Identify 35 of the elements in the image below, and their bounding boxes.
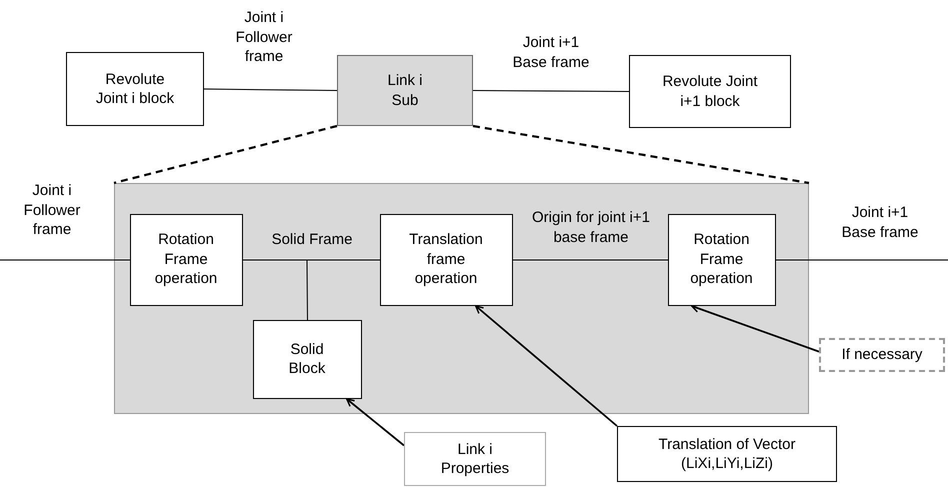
edge-label: Joint i+1 Base frame	[840, 203, 920, 242]
process-box	[668, 214, 776, 306]
node-text: Rotation Frame operation	[154, 230, 218, 289]
edge-label: Joint i Follower frame	[22, 181, 82, 240]
zoom-line	[114, 124, 338, 184]
note-box	[819, 338, 945, 372]
edge-label: Joint i+1 Base frame	[512, 33, 590, 72]
edge-label: Joint i Follower frame	[234, 8, 294, 66]
subsystem-box	[337, 55, 473, 126]
node-text: Revolute Joint i block	[94, 70, 176, 108]
connector-line	[242, 260, 308, 320]
edge-label: Solid Frame	[270, 230, 354, 250]
process-box	[629, 55, 791, 128]
arrow	[346, 398, 405, 446]
process-box	[252, 320, 362, 398]
process-box	[380, 214, 512, 306]
node-text: Revolute Joint i+1 block	[661, 72, 759, 111]
connector-line	[472, 90, 630, 92]
arrow	[691, 304, 820, 352]
subsystem-panel	[114, 183, 809, 414]
node-text: Rotation Frame operation	[689, 230, 754, 289]
zoom-line	[472, 124, 810, 184]
process-box	[617, 426, 837, 482]
process-box	[66, 52, 204, 126]
edge-label: Origin for joint i+1 base frame	[532, 208, 650, 247]
node-text: Link i Sub	[386, 71, 424, 110]
node-text: If necessary	[842, 345, 922, 365]
arrow	[475, 305, 618, 427]
node-text: Solid Block	[288, 340, 326, 378]
process-box	[404, 432, 546, 486]
node-text: Translation frame operation	[408, 230, 484, 289]
connector-line	[204, 88, 338, 91]
node-text: Link i Properties	[440, 440, 510, 478]
node-text: Translation of Vector (LiXi,LiYi,LiZi)	[657, 434, 796, 474]
process-box	[130, 214, 242, 306]
